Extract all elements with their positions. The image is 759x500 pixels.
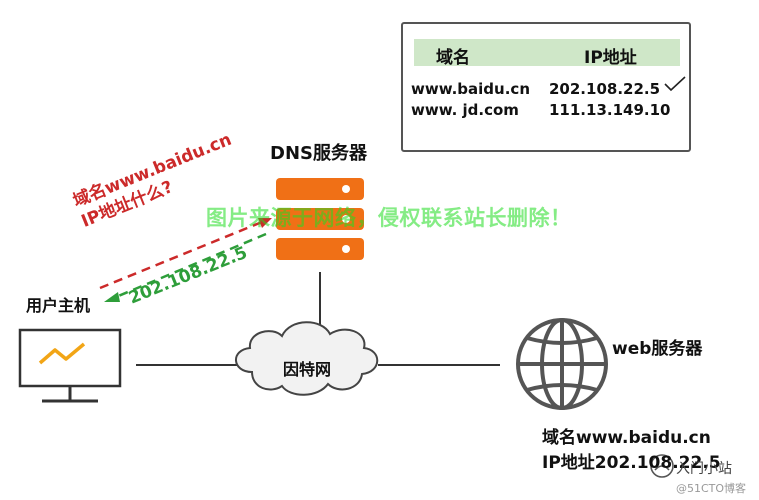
dns-server-icon [276,178,364,260]
web-server-label: web服务器 [612,339,703,359]
brand-name: 入门小站 [676,461,732,477]
header-ip: IP地址 [584,48,637,68]
globe-icon [516,318,608,410]
dns-record-table: 域名 IP地址 www.baidu.cn 202.108.22.5 www. j… [401,22,691,152]
monitor-icon [18,328,122,403]
dns-server-label: DNS服务器 [270,143,367,164]
web-info-ip: IP地址202.108.22.5 [542,453,721,473]
web-info: 域名www.baidu.cn IP地址202.108.22.5 [542,426,721,476]
row-1-domain: www.baidu.cn [411,80,530,98]
brand-sub: @51CTO博客 [676,482,747,495]
internet-cloud-icon [235,321,379,396]
response-arrow [104,232,267,302]
watermark-text: 图片来源于网络，侵权联系站长删除！ [206,206,572,230]
brand-logo-icon [650,454,674,478]
row-2-domain: www. jd.com [411,101,519,119]
query-arrow [99,218,272,290]
header-domain: 域名 [436,48,470,68]
row-2-ip: 111.13.149.10 [549,101,671,119]
user-host-label: 用户主机 [26,296,91,315]
row-1-ip: 202.108.22.5 [549,80,661,98]
table-header: 域名 IP地址 [414,39,680,68]
internet-label: 因特网 [283,360,332,379]
web-info-domain: 域名www.baidu.cn [542,428,711,448]
checkmark-icon [664,76,686,92]
